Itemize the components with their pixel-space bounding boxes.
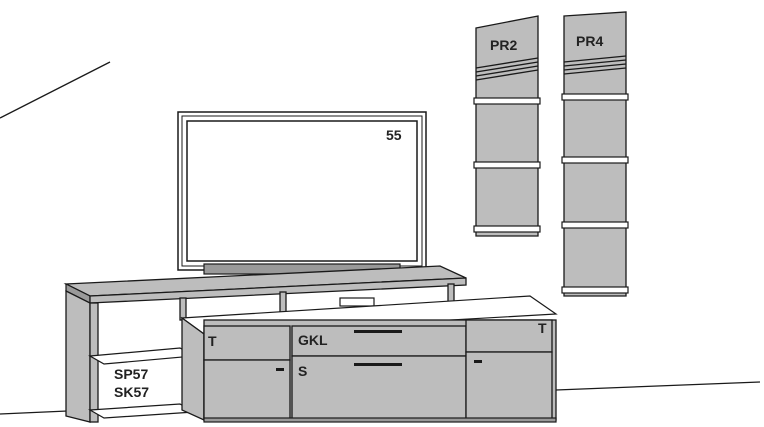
shelf-pr4-board-2 bbox=[561, 156, 629, 164]
drawer-right-label: T bbox=[538, 320, 547, 336]
drawer-center-label: S bbox=[298, 363, 307, 379]
top-board-front-edge bbox=[89, 277, 467, 304]
door-left-handle bbox=[276, 368, 284, 371]
shelf-pr4-label: PR4 bbox=[576, 33, 603, 49]
module-left-front-edge bbox=[89, 302, 99, 423]
floor-line-right bbox=[555, 381, 761, 391]
flap-center-label: GKL bbox=[298, 332, 328, 348]
shelf-pr4-panel bbox=[563, 11, 627, 297]
module-label-sk57: SK57 bbox=[114, 384, 149, 400]
top-board-support-left bbox=[179, 297, 187, 321]
module-label-sp57: SP57 bbox=[114, 366, 148, 382]
lowboard: T GKL S T bbox=[180, 295, 558, 423]
shelf-pr4-board-3 bbox=[561, 221, 629, 229]
drawer-left-label: T bbox=[208, 333, 217, 349]
television: 55 bbox=[177, 111, 427, 275]
drawer-center-s bbox=[291, 355, 467, 421]
drawer-center-handle bbox=[354, 363, 402, 366]
tv-screen bbox=[186, 120, 418, 262]
door-right bbox=[465, 351, 553, 421]
lowboard-plinth bbox=[203, 417, 557, 423]
tv-size-label: 55 bbox=[386, 127, 402, 143]
wall-shelf-pr4: PR4 bbox=[561, 11, 629, 297]
shelf-pr4-board-4 bbox=[561, 286, 629, 294]
module-left-side-panel bbox=[65, 289, 91, 423]
shelf-pr2-crown-line bbox=[475, 57, 539, 69]
shelf-pr2-board-3 bbox=[473, 225, 541, 233]
shelf-pr2-label: PR2 bbox=[490, 37, 517, 53]
top-board bbox=[63, 265, 467, 321]
drawer-left-top bbox=[203, 325, 291, 361]
wall-edge-left bbox=[0, 61, 111, 119]
flap-center-handle bbox=[354, 330, 402, 333]
module-left-shelf bbox=[88, 347, 196, 365]
lowboard-side-panel bbox=[181, 316, 205, 422]
open-module-left: SP57 SK57 bbox=[65, 289, 197, 423]
shelf-pr4-board-1 bbox=[561, 93, 629, 101]
top-board-cable-slot bbox=[339, 297, 375, 307]
door-left bbox=[203, 359, 291, 421]
shelf-pr2-board-2 bbox=[473, 161, 541, 169]
module-left-base bbox=[87, 403, 197, 419]
wall-shelf-pr2: PR2 bbox=[473, 15, 541, 237]
drawer-right-top bbox=[465, 319, 553, 353]
door-right-handle bbox=[474, 360, 482, 363]
shelf-pr2-board-1 bbox=[473, 97, 541, 105]
